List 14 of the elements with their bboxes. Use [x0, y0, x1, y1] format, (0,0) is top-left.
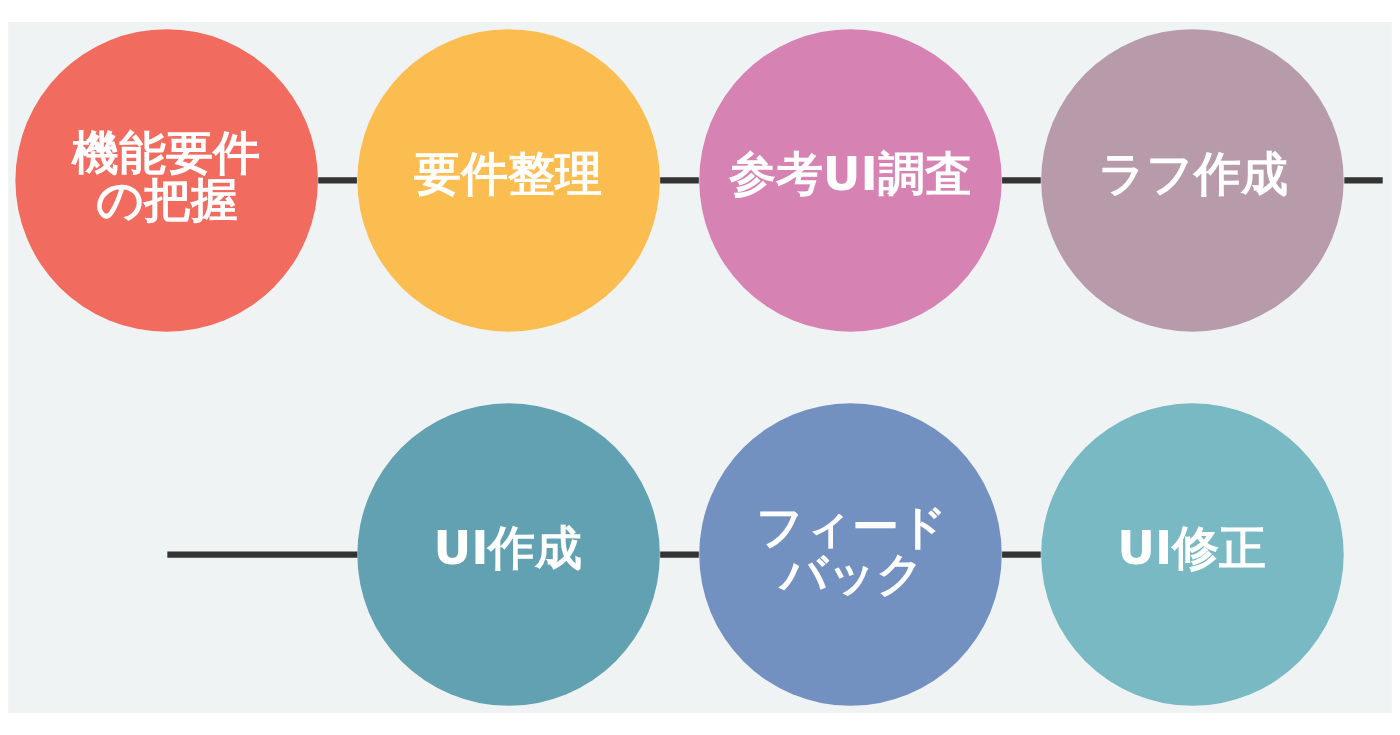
connector — [1344, 177, 1383, 184]
node-circle: フィードバック — [699, 403, 1002, 706]
node-circle: 要件整理 — [357, 29, 660, 332]
connector — [1002, 177, 1041, 184]
node-circle: ラフ作成 — [1041, 29, 1344, 332]
connector — [660, 177, 699, 184]
node-circle: UI修正 — [1041, 403, 1344, 706]
connector — [1002, 551, 1041, 558]
node-circle: 参考UI調査 — [699, 29, 1002, 332]
connector — [660, 551, 699, 558]
node-circle: 機能要件の把握 — [15, 29, 318, 332]
connector — [318, 177, 357, 184]
connector — [167, 551, 358, 558]
node-circle: UI作成 — [357, 403, 660, 706]
